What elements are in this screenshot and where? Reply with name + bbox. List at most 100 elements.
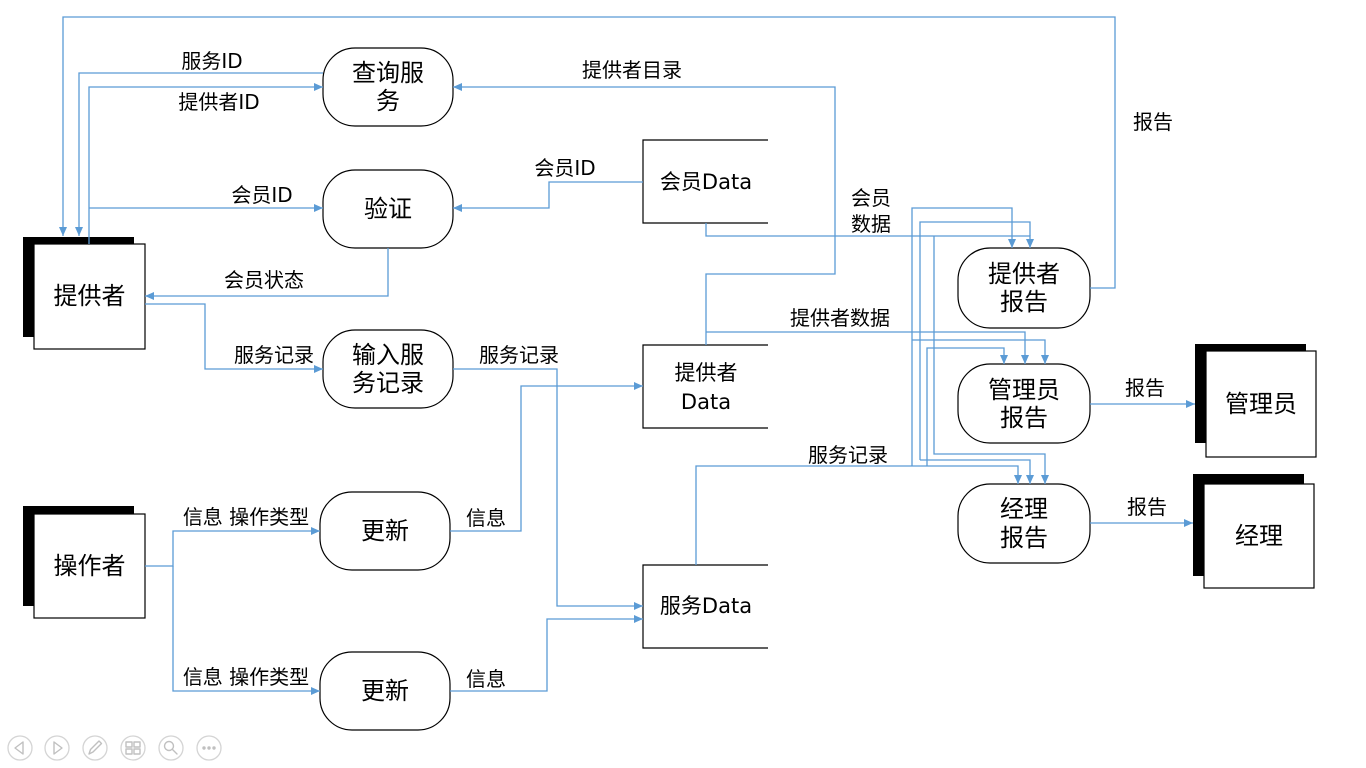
process-manager-report-label-line2: 报告 <box>1000 524 1048 552</box>
more-options-icon-dot <box>212 746 216 750</box>
flow-label-member-id-from-store: 会员ID <box>534 156 595 180</box>
pen-icon <box>88 740 103 755</box>
pen-button[interactable] <box>82 735 108 761</box>
process-provider-report-label-line1: 提供者 <box>988 260 1060 288</box>
process-query-service-label-line2: 务 <box>376 87 400 115</box>
zoom-button-circle[interactable] <box>158 735 184 761</box>
data-store-service-label: 服务Data <box>660 594 752 618</box>
flow-label-service-record-to-store: 服务记录 <box>479 343 559 367</box>
flow-label-service-record-from-provider: 服务记录 <box>234 343 314 367</box>
entity-administrator-box <box>1205 350 1317 458</box>
process-update-top-label: 更新 <box>361 517 409 545</box>
flow-bundle-to-provider-report-left <box>911 207 1016 466</box>
process-provider-report: 提供者 报告 <box>957 247 1091 329</box>
process-administrator-report: 管理员 报告 <box>957 363 1091 444</box>
entity-operator-box <box>33 513 146 619</box>
process-verify-label: 验证 <box>364 195 412 223</box>
slideshow-controls <box>7 735 222 761</box>
flow-label-report-to-administrator: 报告 <box>1125 376 1165 400</box>
entity-provider: 提供者 <box>23 237 146 350</box>
entity-administrator: 管理员 <box>1195 344 1317 458</box>
data-store-provider-shape <box>642 344 768 429</box>
flow-label-provider-directory: 提供者目录 <box>582 58 682 82</box>
process-update-bottom: 更新 <box>319 651 451 731</box>
data-store-provider-label-line1: 提供者 <box>675 361 738 385</box>
data-store-provider-label-line2: Data <box>681 390 731 414</box>
flow-bundle-to-manager-report-mid <box>920 459 1034 484</box>
flow-provider-data-to-admin-report <box>706 331 1029 364</box>
process-manager-report-label-line1: 经理 <box>1000 495 1048 523</box>
flow-provider-directory <box>453 83 836 345</box>
flow-operator-to-update-top <box>145 527 320 567</box>
flow-bundle-to-admin-report-right <box>912 339 1049 364</box>
flow-label-provider-data: 提供者数据 <box>790 306 890 330</box>
flow-label-service-id: 服务ID <box>181 49 242 73</box>
flow-service-record-to-input <box>145 303 323 373</box>
entity-manager-box <box>1203 483 1315 589</box>
flow-label-info-op-type-bottom: 信息 操作类型 <box>183 665 309 689</box>
flow-member-status <box>145 248 389 300</box>
previous-slide-icon <box>14 741 24 755</box>
process-enter-service-record-label-line2: 务记录 <box>352 369 424 397</box>
process-enter-service-record: 输入服 务记录 <box>322 329 454 409</box>
slides-grid-icon <box>125 741 141 755</box>
process-query-service: 查询服 务 <box>322 47 454 127</box>
slides-grid-icon-cell <box>125 741 133 748</box>
process-verify: 验证 <box>322 169 454 249</box>
process-administrator-report-label-line1: 管理员 <box>988 376 1060 404</box>
zoom-icon-handle <box>171 748 178 755</box>
entity-manager: 经理 <box>1193 474 1315 589</box>
flow-label-service-record-to-reports: 服务记录 <box>808 443 888 467</box>
entity-operator: 操作者 <box>23 506 146 619</box>
flow-label-member-data-line1: 会员 <box>851 186 891 210</box>
flow-label-report-to-provider: 报告 <box>1133 110 1173 134</box>
slides-grid-icon-cell <box>133 748 141 755</box>
data-store-member-label: 会员Data <box>660 170 752 194</box>
flow-label-report-to-manager: 报告 <box>1127 495 1167 519</box>
flow-service-record-to-store <box>453 368 643 610</box>
process-query-service-label-line1: 查询服 <box>352 59 424 87</box>
process-update-bottom-label: 更新 <box>361 677 409 705</box>
flow-service-data-to-manager-report <box>695 465 1022 565</box>
process-provider-report-label-line2: 报告 <box>1000 288 1048 316</box>
flow-info-to-provider-data <box>450 382 643 532</box>
slides-grid-button[interactable] <box>120 735 146 761</box>
process-administrator-report-label-line2: 报告 <box>1000 404 1048 432</box>
pen-button-circle[interactable] <box>82 735 108 761</box>
flow-service-id <box>75 72 323 236</box>
next-slide-button[interactable] <box>44 735 70 761</box>
previous-slide-button[interactable] <box>7 735 33 761</box>
flow-provider-id <box>88 83 323 244</box>
process-manager-report: 经理 报告 <box>957 483 1091 564</box>
flow-lines <box>59 16 1195 695</box>
slides-grid-icon-cell <box>133 741 141 748</box>
flow-label-info-op-type-top: 信息 操作类型 <box>183 505 309 529</box>
slides-grid-icon-cell <box>125 748 133 755</box>
flow-info-to-service-data <box>450 615 643 692</box>
flow-label-member-status: 会员状态 <box>224 268 304 292</box>
previous-slide-button-circle[interactable] <box>7 735 33 761</box>
zoom-icon-lens <box>163 740 175 752</box>
more-options-icon-dot <box>207 746 211 750</box>
slides-grid-button-circle[interactable] <box>120 735 146 761</box>
flow-label-member-data-line2: 数据 <box>851 212 891 236</box>
flow-member-id-from-store <box>453 181 643 212</box>
entity-provider-box <box>33 243 146 350</box>
flow-label-info-bottom: 信息 <box>466 667 506 691</box>
flow-labels: 服务ID 提供者ID 提供者目录 报告 会员ID 会员ID 会员 数据 会员状态… <box>178 49 1173 691</box>
more-options-button[interactable] <box>196 735 222 761</box>
flow-label-member-id-from-provider: 会员ID <box>231 183 292 207</box>
next-slide-button-circle[interactable] <box>44 735 70 761</box>
data-store-member: 会员Data <box>642 139 768 224</box>
flow-bundle-to-provider-report-right <box>919 221 1031 460</box>
process-update-top: 更新 <box>319 491 451 571</box>
entity-operator-label: 操作者 <box>54 552 126 580</box>
flow-member-data-to-provider-report <box>705 223 1034 248</box>
more-options-icon <box>202 746 216 750</box>
process-enter-service-record-label-line1: 输入服 <box>352 341 424 369</box>
flow-label-info-top: 信息 <box>466 506 506 530</box>
zoom-button[interactable] <box>158 735 184 761</box>
more-options-icon-dot <box>202 746 206 750</box>
flow-bundle-to-manager-report-right <box>933 236 1049 484</box>
